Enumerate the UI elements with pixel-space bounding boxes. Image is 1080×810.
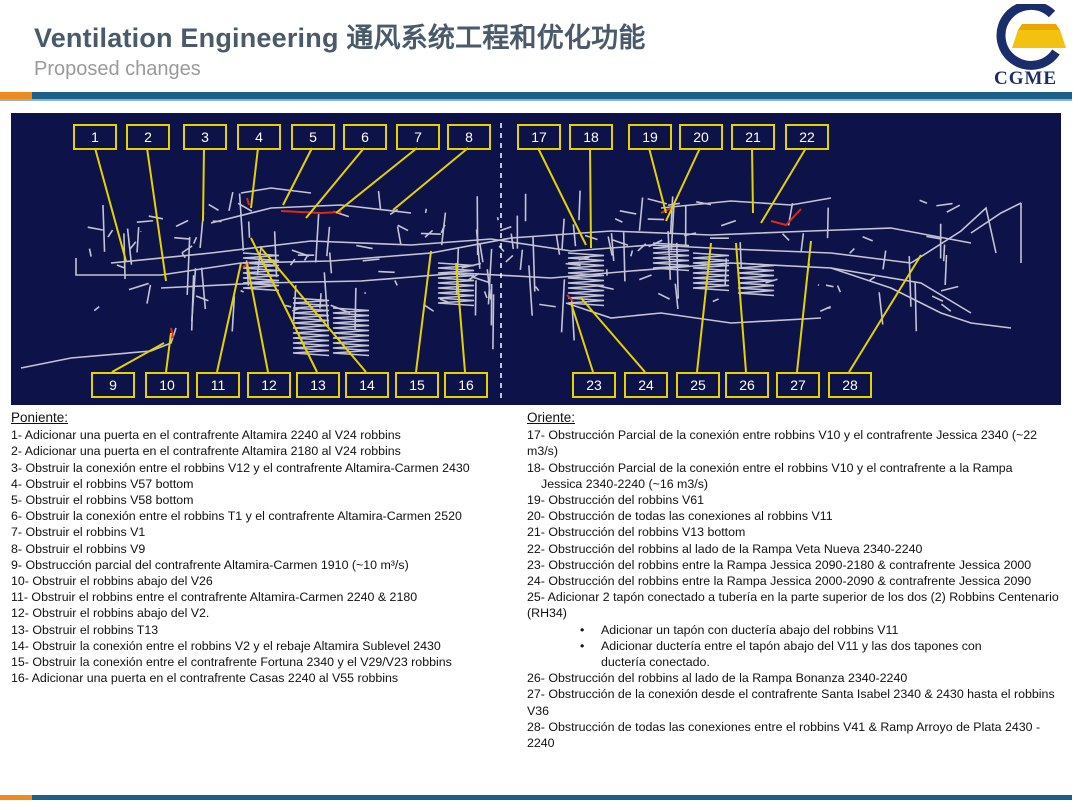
list-item: 20- Obstrucción de todas las conexiones …: [527, 509, 833, 524]
mine-network-drawing: [20, 123, 1022, 398]
list-item: 5- Obstruir el robbins V58 bottom: [11, 493, 194, 508]
oriente-heading: Oriente:: [527, 410, 576, 425]
list-item: 16- Adicionar una puerta en el contrafre…: [11, 671, 399, 686]
diagram-label: 25: [676, 372, 720, 398]
diagram-label: 11: [196, 372, 240, 398]
diagram-label: 21: [731, 124, 775, 150]
list-item: 10- Obstruir el robbins abajo del V26: [11, 574, 213, 589]
list-item: 22- Obstrucción del robbins al lado de l…: [527, 541, 923, 556]
diagram-label: 1: [73, 124, 117, 150]
diagram-label: 2: [126, 124, 170, 150]
list-item: 9- Obstrucción parcial del contrafrente …: [11, 557, 409, 572]
diagram-label: 3: [183, 124, 227, 150]
sub-bullet: Adicionar un tapón con ductería abajo de…: [527, 622, 1062, 638]
list-item: 15- Obstruir la conexión entre el contra…: [11, 655, 452, 670]
diagram-label: 7: [396, 124, 440, 150]
diagram-label: 22: [785, 124, 829, 150]
diagram-label: 10: [145, 372, 189, 398]
diagram-label: 5: [291, 124, 335, 150]
diagram-label: 12: [247, 372, 291, 398]
diagram-label: 18: [569, 124, 613, 150]
diagram-label: 9: [91, 372, 135, 398]
diagram-label: 27: [776, 372, 820, 398]
list-item: 25- Adicionar 2 tapón conectado a tuberí…: [527, 590, 1059, 621]
page-subtitle: Proposed changes: [34, 58, 201, 80]
diagram-label: 4: [237, 124, 281, 150]
diagram-label: 13: [296, 372, 340, 398]
diagram-label: 19: [628, 124, 672, 150]
list-item: 19- Obstrucción del robbins V61: [527, 493, 705, 508]
list-item: 14- Obstruir la conexión entre el robbin…: [11, 638, 441, 653]
list-item: 26- Obstrucción del robbins al lado de l…: [527, 671, 908, 686]
list-item: 17- Obstrucción Parcial de la conexión e…: [527, 428, 1038, 459]
list-item: 12- Obstruir el robbins abajo del V2.: [11, 606, 210, 621]
diagram-label: 15: [395, 372, 439, 398]
list-item: 3- Obstruir la conexión entre el robbins…: [11, 460, 470, 475]
sub-bullet: Adicionar ductería entre el tapón abajo …: [527, 638, 1062, 654]
diagram-label: 20: [679, 124, 723, 150]
list-item: 7- Obstruir el robbins V1: [11, 525, 146, 540]
logo-text: CGME: [994, 68, 1058, 89]
list-item-continuation: Jessica 2340-2240 (~16 m3/s): [541, 476, 709, 491]
list-item: 24- Obstrucción del robbins entre la Ram…: [527, 574, 1032, 589]
page-title: Ventilation Engineering 通风系统工程和优化功能: [34, 23, 646, 53]
diagram-label: 16: [444, 372, 488, 398]
company-logo: [990, 0, 1070, 94]
list-item: 1- Adicionar una puerta en el contrafren…: [11, 428, 401, 443]
list-item: 21- Obstrucción del robbins V13 bottom: [527, 525, 746, 540]
diagram-label: 6: [343, 124, 387, 150]
diagram-label: 14: [345, 372, 389, 398]
list-item: 2- Adicionar una puerta en el contrafren…: [11, 444, 401, 459]
list-item: 8- Obstruir el robbins V9: [11, 541, 146, 556]
diagram-label: 24: [624, 372, 668, 398]
list-item: 11- Obstruir el robbins entre el contraf…: [11, 590, 418, 605]
diagram-label: 28: [828, 372, 872, 398]
list-item: 4- Obstruir el robbins V57 bottom: [11, 476, 194, 491]
diagram-label: 26: [725, 372, 769, 398]
list-item: 13- Obstruir el robbins T13: [11, 622, 159, 637]
header-divider: [0, 92, 1072, 101]
oriente-section: Oriente: 17- Obstrucción Parcial de la c…: [527, 410, 1062, 751]
poniente-section: Poniente: 1- Adicionar una puerta en el …: [11, 410, 521, 686]
diagram-label: 8: [447, 124, 491, 150]
poniente-heading: Poniente:: [11, 410, 69, 425]
diagram-label: 23: [572, 372, 616, 398]
list-item: 23- Obstrucción del robbins entre la Ram…: [527, 557, 1032, 572]
list-item: 6- Obstruir la conexión entre el robbins…: [11, 509, 462, 524]
sub-bullet-continuation: ductería conectado.: [601, 655, 710, 670]
footer-divider: [0, 795, 1072, 800]
list-item: 18- Obstrucción Parcial de la conexión e…: [527, 460, 1013, 475]
diagram-label: 17: [517, 124, 561, 150]
list-item: 28- Obstrucción de todas las conexiones …: [527, 719, 1041, 751]
list-item: 27- Obstrucción de la conexión desde el …: [527, 687, 1055, 718]
